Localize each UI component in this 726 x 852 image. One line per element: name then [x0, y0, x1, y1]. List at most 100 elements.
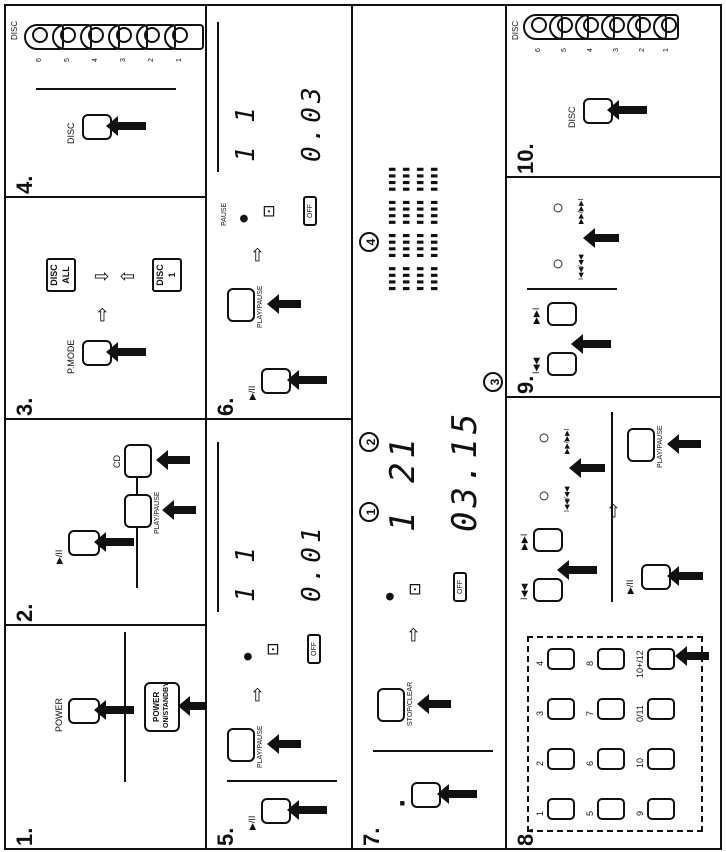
key-10plus-12[interactable] — [647, 648, 675, 670]
disc-slot — [653, 14, 679, 40]
key-label: 6 — [585, 760, 595, 766]
standby-label-line1: POWER — [152, 691, 161, 722]
knob-icon: ○ — [533, 431, 555, 444]
music-calendar-icon: ▮▮▮▮ ▮▮▮▮ ▮▮▮▮ ▮▮▮▮▮▮▮▮ ▮▮▮▮ ▮▮▮▮ ▮▮▮▮▮▮… — [385, 166, 440, 292]
panel-6: 6. ▶/II PLAY/PAUSE ⇨ PAUSE ● ⊡ OFF 1 1 0… — [205, 4, 353, 420]
key-8[interactable] — [597, 648, 625, 670]
arrow-icon — [417, 694, 451, 714]
off-indicator: OFF — [303, 196, 317, 226]
disc-icon: ● — [237, 651, 257, 662]
key-4[interactable] — [547, 648, 575, 670]
cd-button[interactable] — [124, 444, 152, 478]
arrow-icon — [106, 116, 146, 136]
arrow-icon — [162, 500, 196, 520]
off-indicator: OFF — [307, 634, 321, 664]
disc-slot — [164, 24, 204, 50]
step-number: 6. — [213, 397, 238, 416]
skip-back-label: I◀◀ — [531, 357, 541, 374]
playpause-panel-button[interactable] — [124, 494, 152, 528]
play-label: ▶/II — [625, 579, 635, 594]
skip-forward-button[interactable] — [533, 528, 563, 552]
key-label: 7 — [585, 710, 595, 716]
tray-icon: ⊡ — [265, 642, 282, 656]
divider — [124, 632, 126, 782]
step-number: 7. — [359, 827, 384, 846]
key-3[interactable] — [547, 698, 575, 720]
playpause-panel-button[interactable] — [227, 728, 255, 762]
panel-8: 8. 1 2 3 4 5 6 7 8 9 10 0/11 10+/12 I◀◀ … — [505, 396, 722, 850]
playpause-label: PLAY/PAUSE — [154, 491, 161, 534]
slot-number: 4 — [92, 58, 99, 62]
step-number: 4. — [12, 175, 37, 194]
display-frame — [217, 442, 219, 612]
search-back-label: I◀◀/◀◀ — [564, 486, 571, 512]
playpause-panel-button[interactable] — [627, 428, 655, 462]
slot-number: 3 — [613, 48, 620, 52]
search-back-label: I◀◀/◀◀ — [578, 254, 585, 280]
pause-label: PAUSE — [221, 202, 228, 226]
key-label: 9 — [635, 810, 645, 816]
panel-5: 5. ▶/II PLAY/PAUSE ⇨ ● ⊡ OFF 1 1 0.01 — [205, 418, 353, 850]
divider — [373, 750, 493, 752]
arrow-icon — [106, 342, 146, 362]
step-number: 5. — [213, 827, 238, 846]
arrow-outline-icon: ⇩ — [92, 268, 112, 284]
off-indicator: OFF — [453, 572, 467, 602]
knob-icon: ○ — [547, 201, 569, 214]
divider — [36, 88, 176, 90]
playpause-panel-button[interactable] — [227, 288, 255, 322]
slot-number: 4 — [587, 48, 594, 52]
slot-number: 5 — [561, 48, 568, 52]
callout-4: 4 — [359, 232, 379, 252]
pmode-label: P.MODE — [66, 339, 76, 374]
key-5[interactable] — [597, 798, 625, 820]
arrow-icon — [178, 696, 205, 716]
skip-forward-button[interactable] — [547, 302, 577, 326]
key-0-11[interactable] — [647, 698, 675, 720]
callout-2: 2 — [359, 432, 379, 452]
panel-2: 2. ▶/II PLAY/PAUSE CD — [4, 418, 207, 626]
stop-panel-button[interactable] — [377, 688, 405, 722]
key-10[interactable] — [647, 748, 675, 770]
key-7[interactable] — [597, 698, 625, 720]
key-6[interactable] — [597, 748, 625, 770]
slot-number: 2 — [148, 58, 155, 62]
slot-number: 3 — [120, 58, 127, 62]
slot-number: 5 — [64, 58, 71, 62]
power-label: POWER — [54, 697, 64, 732]
arrow-icon — [557, 560, 597, 580]
slot-number: 6 — [36, 58, 43, 62]
disc-button-label: DISC — [66, 122, 76, 144]
standby-label-line2: ON/STANDBY — [163, 682, 170, 728]
step-number: 3. — [12, 397, 37, 416]
divider — [136, 468, 138, 588]
key-label: 10 — [635, 757, 645, 768]
arrow-icon — [571, 334, 611, 354]
arrow-outline-icon: ⇧ — [118, 268, 138, 284]
arrow-outline-icon: ⇨ — [92, 306, 112, 322]
arrow-icon — [267, 734, 301, 754]
disc-button-label: DISC — [567, 106, 577, 128]
arrow-icon — [607, 100, 647, 120]
key-1[interactable] — [547, 798, 575, 820]
arrow-icon — [569, 458, 605, 478]
skip-back-button[interactable] — [547, 352, 577, 376]
standby-button[interactable] — [144, 682, 180, 732]
key-9[interactable] — [647, 798, 675, 820]
key-label: 4 — [535, 660, 545, 666]
skip-back-button[interactable] — [533, 578, 563, 602]
panel-4: 4. DISC DISC 6 5 4 3 2 1 — [4, 4, 207, 198]
key-label: 0/11 — [635, 705, 645, 722]
step-number: 2. — [12, 603, 37, 622]
arrow-outline-icon: ⇨ — [403, 626, 423, 642]
display-frame — [217, 22, 219, 172]
display-track: 1 21 — [383, 434, 423, 532]
key-2[interactable] — [547, 748, 575, 770]
disc-icon: ● — [233, 213, 253, 224]
skip-forward-label: ▶▶I — [531, 307, 541, 324]
knob-icon: ○ — [547, 257, 569, 270]
arrow-icon — [94, 532, 134, 552]
